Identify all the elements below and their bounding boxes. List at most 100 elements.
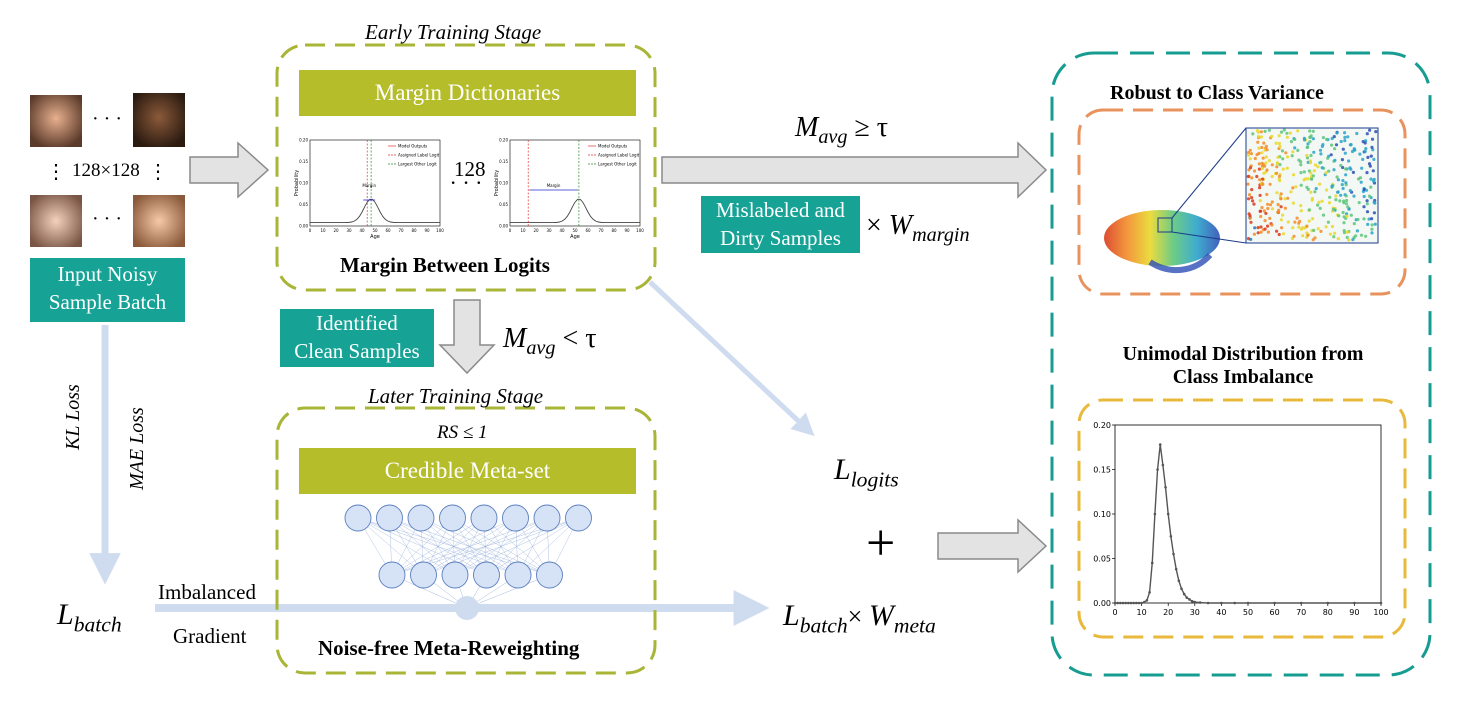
net-node-input (344, 504, 372, 532)
embedding-point (1309, 153, 1313, 158)
mini-x-tick-label: 80 (611, 228, 617, 233)
embedding-point (1316, 165, 1320, 169)
data-point (1233, 601, 1236, 605)
embedding-point (1351, 170, 1355, 174)
embedding-point (1279, 197, 1283, 201)
data-point (1124, 601, 1127, 605)
embedding-point (1351, 238, 1355, 242)
data-point (1182, 592, 1186, 596)
embedding-point (1251, 199, 1255, 203)
variance-box (1077, 108, 1407, 296)
embedding-point (1363, 149, 1367, 154)
embedding-point (1339, 139, 1343, 144)
data-point (1193, 600, 1197, 604)
embedding-point (1314, 187, 1318, 191)
embedding-point (1250, 196, 1254, 200)
y-tick-label: 0.00 (1093, 599, 1111, 608)
embedding-point (1260, 167, 1264, 171)
embedding-point (1344, 181, 1348, 185)
embedding-point (1270, 174, 1274, 179)
y-tick-label: 0.10 (1093, 510, 1111, 519)
net-node-input (565, 504, 592, 532)
embedding-point (1308, 135, 1312, 139)
mini-x-tick-label: 100 (436, 228, 444, 233)
embedding-point (1276, 155, 1280, 159)
embedding-point (1299, 183, 1303, 187)
embedding-point (1266, 202, 1270, 206)
embedding-point (1358, 152, 1362, 156)
batch-count: 128 (454, 157, 486, 181)
embedding-point (1260, 145, 1264, 150)
data-point (1161, 463, 1165, 467)
embedding-point (1372, 200, 1376, 204)
y-tick-label: 0.15 (1093, 466, 1111, 475)
embedding-point (1259, 130, 1263, 134)
embedding-point (1252, 202, 1256, 206)
embedding-point (1343, 151, 1347, 155)
mini-y-tick-label: 0.05 (299, 202, 308, 207)
x-tick-label: 90 (1349, 608, 1359, 617)
y-tick-label: 0.05 (1093, 555, 1111, 564)
net-node-hidden (536, 561, 563, 589)
embedding-point (1264, 211, 1268, 215)
embedding-point (1366, 222, 1370, 226)
embedding-point (1336, 190, 1340, 194)
embedding-point (1285, 166, 1289, 170)
embedding-point (1297, 158, 1301, 162)
embedding-point (1275, 191, 1279, 195)
embedding-point (1313, 163, 1318, 167)
embedding-point (1263, 219, 1267, 223)
embedding-point (1362, 217, 1366, 221)
embedding-point (1261, 156, 1265, 160)
embedding-point (1341, 147, 1345, 151)
embedding-point (1253, 156, 1257, 161)
embedding-point (1359, 233, 1364, 237)
mini-legend-label: Model Outputs (398, 144, 427, 149)
data-point (1164, 486, 1167, 489)
embedding-point (1335, 175, 1339, 179)
unimodal-title: Unimodal Distribution from Class Imbalan… (1122, 343, 1364, 388)
embedding-point (1268, 182, 1272, 186)
mini-legend-label: Assigned Label Logit (398, 153, 440, 158)
data-point (1137, 601, 1141, 605)
x-tick-label: 30 (1190, 608, 1200, 617)
mini-y-tick-label: 0.00 (499, 224, 508, 229)
net-node-hidden (410, 561, 437, 589)
data-point (1185, 596, 1189, 599)
embedding-point (1306, 177, 1310, 181)
embedding-point (1309, 190, 1313, 194)
data-point (1153, 512, 1157, 516)
embedding-point (1257, 167, 1261, 171)
mini-y-tick-label: 0.10 (499, 181, 508, 186)
embedding-point (1332, 135, 1336, 139)
embedding-point (1251, 132, 1255, 136)
net-node-output (455, 596, 479, 620)
data-point (1353, 601, 1356, 605)
embedding-point (1303, 226, 1307, 230)
embedding-point (1344, 202, 1348, 206)
embedding-point (1267, 128, 1271, 132)
embedding-point (1372, 157, 1376, 161)
embedding-point (1248, 216, 1252, 220)
net-edge (391, 517, 453, 576)
embedding-point (1258, 209, 1263, 213)
mini-y-tick-label: 0.05 (499, 202, 508, 207)
imbalanced-label: Imbalanced (158, 580, 256, 604)
mini-x-tick-label: 60 (585, 228, 591, 233)
embedding-point (1373, 222, 1377, 226)
embedding-point (1305, 224, 1309, 228)
embedding-point (1355, 229, 1359, 233)
embedding-point (1345, 198, 1349, 203)
net-node-hidden (441, 561, 469, 589)
mini-x-tick-label: 30 (346, 228, 352, 233)
mini-x-tick-label: 30 (546, 228, 552, 233)
embedding-point (1253, 226, 1257, 230)
embedding-point (1360, 166, 1364, 170)
embedding-point (1338, 199, 1342, 203)
data-point (1188, 598, 1191, 601)
embedding-point (1349, 213, 1353, 217)
embedding-point (1246, 151, 1250, 155)
embedding-point (1363, 141, 1367, 145)
data-point (1119, 601, 1122, 605)
